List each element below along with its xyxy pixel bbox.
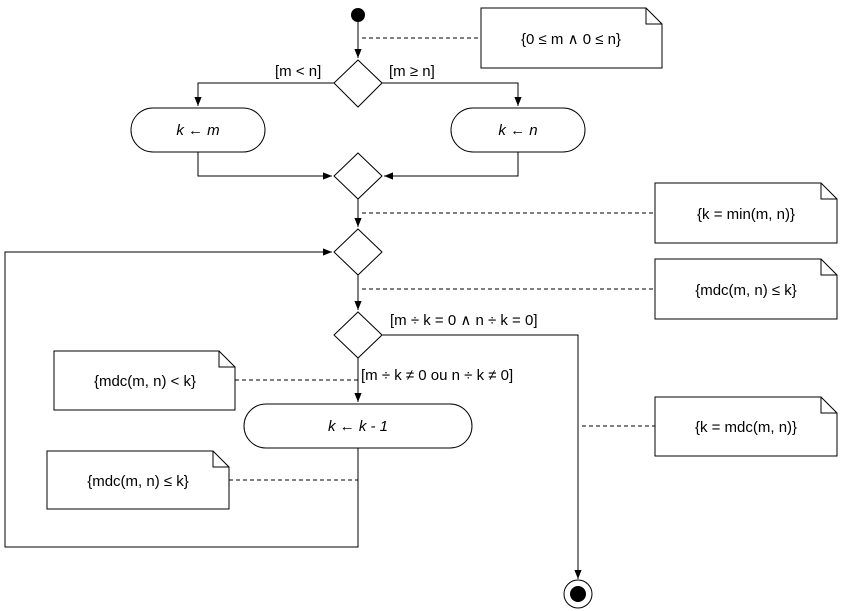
note-mdc-le-k-loop	[654, 258, 838, 320]
note-mdc-le-k-loop-fold	[820, 259, 837, 276]
note-mdc-le-k-after	[46, 450, 230, 510]
guard-not-divides: [m ÷ k ≠ 0 ou n ÷ k ≠ 0]	[361, 367, 513, 384]
action-k-gets-n-label: k ← n	[498, 122, 537, 139]
flow-loop-back	[4, 248, 359, 548]
loop-merge-node	[333, 228, 383, 276]
guard-divides-both: [m ÷ k = 0 ∧ n ÷ k = 0]	[390, 312, 538, 329]
guard-m-lt-n: [m < n]	[275, 63, 321, 80]
note-mdc-lt-k	[53, 350, 236, 411]
flow-to-k-gets-m	[194, 82, 334, 106]
guard-m-ge-n: [m ≥ n]	[389, 63, 435, 80]
note-k-min	[654, 182, 838, 244]
initial-node	[351, 8, 365, 22]
flow-k-gets-m-to-merge	[197, 152, 332, 180]
flow-k-gets-n-to-merge	[384, 152, 519, 180]
flow-to-final	[382, 334, 582, 579]
note-k-min-fold	[820, 183, 837, 200]
note-mdc-lt-k-text: {mdc(m, n) < k}	[94, 373, 196, 390]
note-precondition-fold	[645, 8, 662, 25]
decision-divides	[333, 311, 383, 359]
note-k-eq-mdc-text: {k = mdc(m, n)}	[695, 419, 797, 436]
note-mdc-le-k-after-text: {mdc(m, n) ≤ k}	[87, 473, 189, 490]
note-k-eq-mdc-fold	[820, 397, 837, 414]
flow-to-k-gets-n	[382, 82, 522, 106]
note-mdc-le-k-loop-text: {mdc(m, n) ≤ k}	[695, 282, 797, 299]
note-mdc-le-k-after-fold	[212, 451, 229, 468]
action-k-gets-m-label: k ← m	[176, 122, 219, 139]
note-precondition-text: {0 ≤ m ∧ 0 ≤ n}	[521, 31, 621, 48]
note-mdc-lt-k-fold	[218, 351, 235, 368]
final-node-dot	[570, 586, 586, 602]
action-k-decrement-label: k ← k - 1	[328, 418, 388, 435]
note-k-eq-mdc	[654, 396, 838, 457]
decision-compare-m-n	[333, 59, 383, 108]
note-precondition	[480, 7, 663, 69]
merge-node	[333, 152, 383, 200]
note-k-min-text: {k = min(m, n)}	[697, 206, 795, 223]
